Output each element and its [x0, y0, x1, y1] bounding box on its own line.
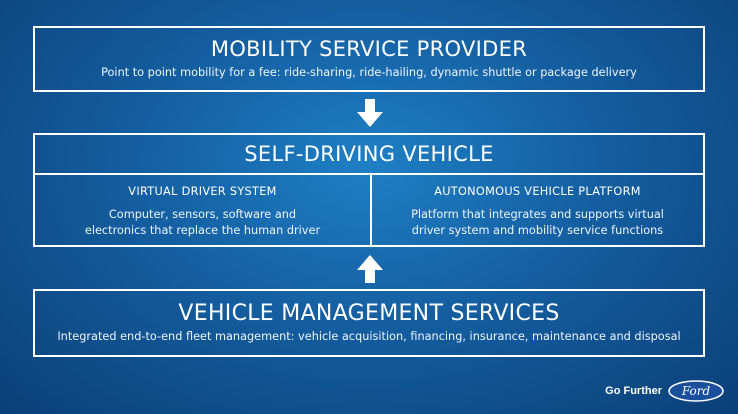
self-driving-vehicle-title: SELF-DRIVING VEHICLE — [244, 142, 494, 166]
self-driving-vehicle-box: SELF-DRIVING VEHICLE VIRTUAL DRIVER SYST… — [33, 133, 705, 247]
autonomous-vehicle-platform-title: AUTONOMOUS VEHICLE PLATFORM — [434, 185, 641, 198]
autonomous-vehicle-platform-desc-line2: driver system and mobility service funct… — [411, 224, 664, 237]
brand-slogan: Go Further — [605, 385, 662, 397]
brand-footer: Go Further Ford — [605, 380, 724, 402]
virtual-driver-system-description: Computer, sensors, software and electron… — [35, 207, 370, 239]
svg-text:Ford: Ford — [681, 384, 711, 398]
mobility-service-provider-box: MOBILITY SERVICE PROVIDER Point to point… — [33, 26, 705, 92]
autonomous-vehicle-platform-section: AUTONOMOUS VEHICLE PLATFORM Platform tha… — [372, 175, 703, 239]
vehicle-vertical-divider — [370, 173, 372, 245]
virtual-driver-system-desc-line1: Computer, sensors, software and — [108, 208, 297, 221]
autonomous-vehicle-platform-desc-line1: Platform that integrates and supports vi… — [411, 208, 664, 221]
virtual-driver-system-desc-line2: electronics that replace the human drive… — [84, 224, 321, 237]
ford-logo-icon: Ford — [668, 380, 724, 402]
vehicle-horizontal-divider — [35, 173, 703, 175]
vehicle-management-services-box: VEHICLE MANAGEMENT SERVICES Integrated e… — [33, 289, 705, 357]
vehicle-management-services-description: Integrated end-to-end fleet management: … — [57, 330, 681, 343]
vehicle-management-services-title: VEHICLE MANAGEMENT SERVICES — [178, 301, 560, 326]
arrow-up-icon — [357, 255, 383, 283]
autonomous-vehicle-platform-description: Platform that integrates and supports vi… — [372, 207, 703, 239]
mobility-service-provider-description: Point to point mobility for a fee: ride-… — [101, 66, 637, 79]
mobility-service-provider-title: MOBILITY SERVICE PROVIDER — [210, 37, 528, 61]
virtual-driver-system-section: VIRTUAL DRIVER SYSTEM Computer, sensors,… — [35, 175, 370, 239]
virtual-driver-system-title: VIRTUAL DRIVER SYSTEM — [128, 185, 277, 198]
arrow-down-icon — [357, 99, 383, 127]
